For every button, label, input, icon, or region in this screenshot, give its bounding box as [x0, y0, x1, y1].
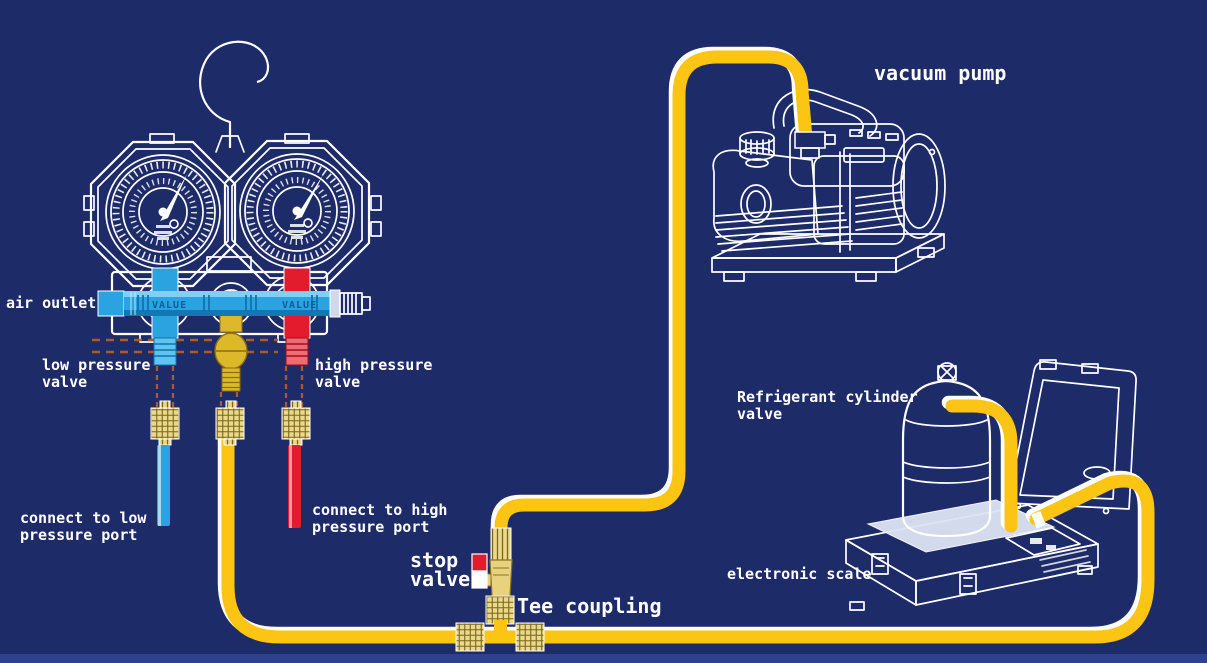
stop-valve-body — [489, 559, 513, 597]
refrigerant-cylinder-illustration — [901, 362, 992, 538]
tee-coupling — [455, 595, 545, 652]
label-electronic-scale: electronic scale — [727, 565, 872, 583]
stop-valve-handle — [471, 553, 488, 589]
label-stop-valve: stop valve — [410, 548, 471, 591]
vacuum-pump-illustration — [711, 88, 946, 282]
label-tee-coupling: Tee coupling — [517, 594, 662, 618]
low-pressure-valve-stem — [151, 267, 179, 366]
low-pressure-hose — [157, 445, 170, 526]
weighing-platform — [866, 499, 1056, 553]
footer-strip — [0, 654, 1207, 663]
high-pressure-hose — [288, 445, 301, 528]
brass-coupler-low — [150, 400, 180, 446]
high-pressure-valve-stem — [283, 267, 311, 366]
pipe-threaded-fitting — [339, 292, 371, 315]
label-vacuum-pump: vacuum pump — [874, 61, 1007, 85]
brass-coupler-center — [215, 400, 245, 446]
pipe-brand-text-left: VALUE — [152, 300, 187, 311]
air-outlet-pipe: VALUE VALUE — [97, 289, 371, 318]
pipe-collar — [329, 289, 341, 318]
label-connect-low: connect to low pressure port — [20, 509, 147, 544]
electronic-scale-illustration — [845, 499, 1099, 611]
stop-valve — [471, 527, 513, 597]
hanging-hook — [198, 40, 270, 153]
label-high-pressure-valve: high pressure valve — [315, 356, 433, 391]
label-connect-high: connect to high pressure port — [312, 501, 448, 536]
service-valve-knob — [214, 313, 248, 392]
pipe-brand-text-right: VALUE — [282, 300, 317, 311]
charging-hose — [217, 429, 1155, 644]
brass-coupler-high — [281, 400, 311, 446]
label-refrigerant-cylinder-valve: Refrigerant cylinder valve — [737, 388, 918, 423]
cylinder-hose — [941, 395, 1018, 533]
label-air-outlet: air outlet — [6, 294, 97, 312]
vacuum-hose — [490, 46, 813, 547]
hose-end-cap — [1031, 511, 1046, 529]
high-pressure-gauge — [239, 153, 355, 269]
low-pressure-gauge — [105, 154, 221, 270]
pump-intake-fitting — [794, 131, 836, 159]
label-low-pressure-valve: low pressure valve — [42, 356, 151, 391]
